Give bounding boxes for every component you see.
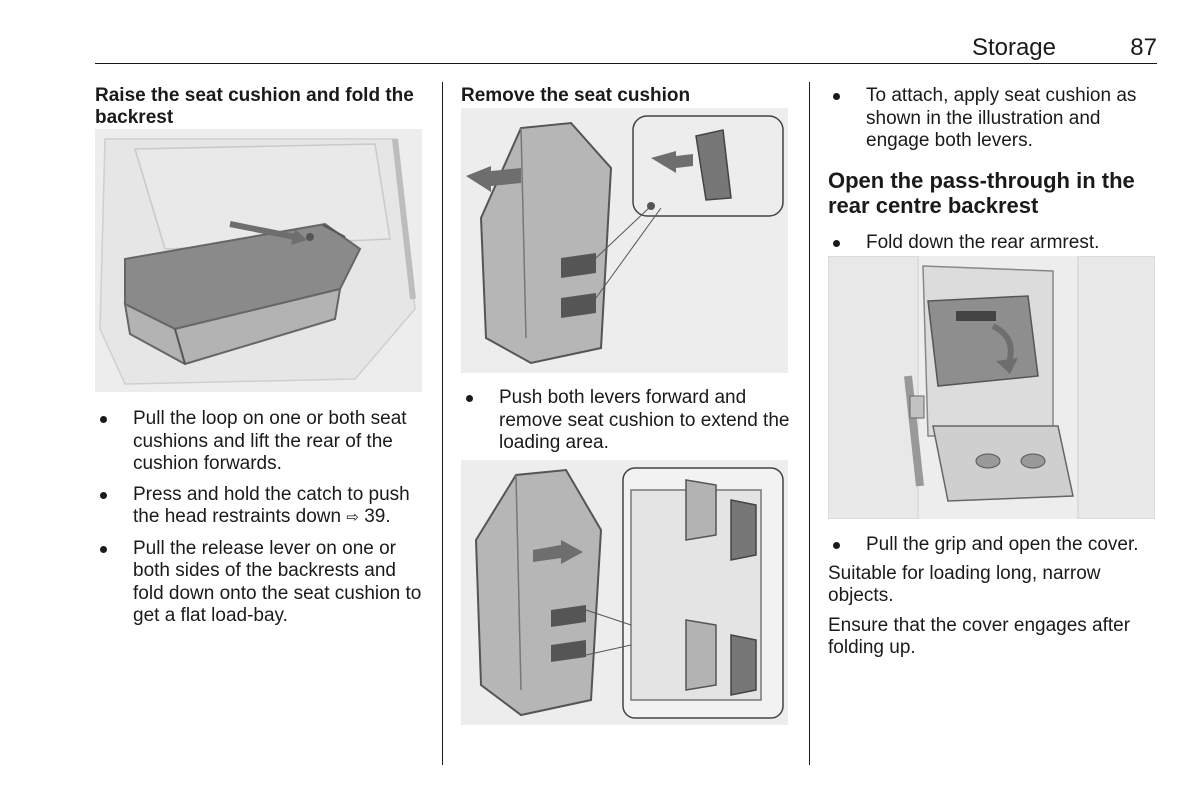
bullet-icon	[466, 395, 473, 402]
page-reference-link[interactable]: 39.	[364, 506, 391, 527]
remove-cushion-illustration	[461, 108, 788, 373]
pass-through-illustration	[828, 256, 1155, 519]
bullet-icon	[833, 542, 840, 549]
middle-heading-block: Remove the seat cushion	[461, 85, 791, 107]
bullet-text: To attach, apply seat cushion as shown i…	[866, 85, 1137, 151]
bullet-icon	[100, 545, 107, 553]
figure-seat-cushion-raise	[95, 129, 422, 392]
list-item: Fold down the rear armrest.	[828, 232, 1160, 255]
middle-bullets-block: Push both levers forward and remove seat…	[461, 387, 791, 455]
page-reference-arrow-icon[interactable]: ⇨	[346, 509, 359, 526]
right-bullet-list-a: Fold down the rear armrest.	[828, 232, 1160, 255]
bullet-icon	[833, 93, 840, 100]
left-bullets-block: Pull the loop on one or both seat cushio…	[95, 408, 430, 628]
left-bullet-list: Pull the loop on one or both seat cushio…	[95, 408, 430, 628]
seat-cushion-illustration	[95, 129, 422, 392]
middle-bullet-list: Push both levers forward and remove seat…	[461, 387, 791, 455]
section-title: Storage	[971, 34, 1056, 61]
right-bullet-list-b: Pull the grip and open the cover.	[828, 534, 1160, 557]
paragraph: Ensure that the cover engages after fold…	[828, 614, 1131, 659]
bullet-text: Push both levers forward and remove seat…	[499, 387, 790, 453]
bullet-icon	[100, 416, 107, 423]
bullet-text: Fold down the rear armrest.	[866, 231, 1100, 253]
right-bottom-block: Pull the grip and open the cover. Suitab…	[828, 534, 1160, 660]
bullet-text: Pull the grip and open the cover.	[866, 534, 1139, 555]
right-top-bullet-list: To attach, apply seat cushion as shown i…	[828, 85, 1160, 153]
list-item: Press and hold the catch to push the hea…	[95, 484, 430, 530]
list-item: To attach, apply seat cushion as shown i…	[828, 85, 1160, 153]
list-item: Pull the grip and open the cover.	[828, 534, 1160, 557]
list-item: Push both levers forward and remove seat…	[461, 387, 791, 455]
figure-remove-cushion	[461, 108, 788, 373]
header-rule	[95, 63, 1157, 64]
list-item: Pull the release lever on one or both si…	[95, 538, 430, 628]
bullet-text: Press and hold the catch to push the hea…	[133, 483, 410, 528]
bullet-text: Pull the loop on one or both seat cushio…	[133, 408, 407, 474]
left-heading: Raise the seat cushion and fold the back…	[95, 85, 414, 128]
list-item: Pull the loop on one or both seat cushio…	[95, 408, 430, 476]
right-heading: Open the pass-through in the rear centre…	[828, 167, 1135, 218]
paragraph: Suitable for loading long, narrow object…	[828, 562, 1101, 607]
figure-attach-cushion	[461, 460, 788, 725]
column-divider-left	[442, 82, 443, 765]
right-top-block: To attach, apply seat cushion as shown i…	[828, 85, 1160, 254]
bullet-icon	[100, 491, 107, 499]
left-heading-block: Raise the seat cushion and fold the back…	[95, 85, 425, 129]
column-divider-right	[809, 82, 810, 765]
bullet-text: Pull the release lever on one or both si…	[133, 537, 422, 627]
middle-heading: Remove the seat cushion	[461, 85, 691, 106]
page-number: 87	[1130, 34, 1157, 61]
attach-cushion-illustration	[461, 460, 788, 725]
figure-pass-through	[828, 256, 1155, 519]
bullet-icon	[833, 239, 840, 247]
